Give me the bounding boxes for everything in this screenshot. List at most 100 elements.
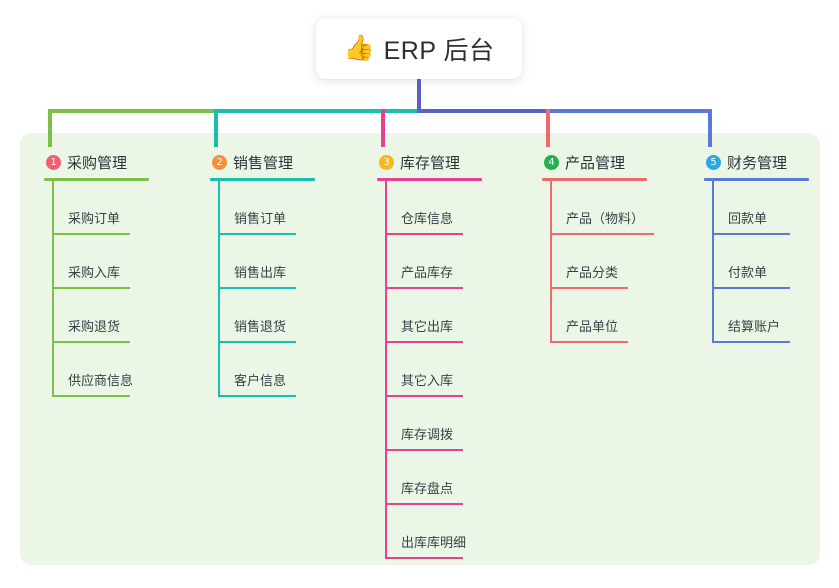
list-item[interactable]: 供应商信息 (52, 343, 142, 397)
list-item-rule (218, 341, 296, 343)
column-title-2: 销售管理 (233, 154, 294, 172)
column-header-rule-3 (377, 178, 482, 181)
list-item[interactable]: 出库库明细 (385, 505, 475, 559)
root-node[interactable]: 👍 ERP 后台 (316, 18, 522, 79)
list-item-label: 销售订单 (234, 211, 287, 226)
list-item-label: 采购入库 (68, 265, 121, 280)
root-title: ERP 后台 (383, 36, 495, 65)
list-item-label: 库存调拨 (401, 427, 454, 442)
column-title-4: 产品管理 (565, 154, 626, 172)
column-header-1[interactable]: 1 采购管理 (42, 150, 127, 174)
list-item[interactable]: 客户信息 (218, 343, 308, 397)
column-trunk-1 (52, 181, 54, 397)
list-item-rule (52, 395, 130, 397)
list-item-label: 回款单 (728, 211, 768, 226)
list-item[interactable]: 库存调拨 (385, 397, 475, 451)
column-销售管理: 2 销售管理销售订单销售出库销售退货客户信息 (208, 150, 315, 397)
list-item[interactable]: 库存盘点 (385, 451, 475, 505)
column-header-rule-1 (44, 178, 149, 181)
list-item-label: 仓库信息 (401, 211, 454, 226)
list-item-rule (712, 341, 790, 343)
list-item[interactable]: 回款单 (712, 181, 802, 235)
list-item[interactable]: 产品分类 (550, 235, 640, 289)
list-item-rule (385, 233, 463, 235)
column-badge-1: 1 (46, 154, 61, 170)
list-item-label: 采购退货 (68, 319, 121, 334)
list-item-rule (218, 395, 296, 397)
list-item-label: 付款单 (728, 265, 768, 280)
list-item-rule (385, 341, 463, 343)
list-item[interactable]: 付款单 (712, 235, 802, 289)
column-header-rule-5 (704, 178, 809, 181)
list-item-rule (52, 233, 130, 235)
list-item-rule (385, 503, 463, 505)
list-item-rule (712, 287, 790, 289)
list-item-label: 其它出库 (401, 319, 454, 334)
list-item[interactable]: 采购退货 (52, 289, 142, 343)
diagram-board (20, 133, 820, 565)
list-item[interactable]: 销售出库 (218, 235, 308, 289)
column-title-1: 采购管理 (67, 154, 128, 172)
list-item-label: 采购订单 (68, 211, 121, 226)
list-item[interactable]: 产品（物料） (550, 181, 654, 235)
list-item[interactable]: 销售订单 (218, 181, 308, 235)
column-badge-2: 2 (212, 154, 227, 170)
column-trunk-4 (550, 181, 552, 343)
list-item[interactable]: 采购入库 (52, 235, 142, 289)
list-item[interactable]: 销售退货 (218, 289, 308, 343)
column-drop-connector-3 (381, 109, 385, 147)
list-item-label: 出库库明细 (401, 535, 467, 550)
list-item-label: 供应商信息 (68, 373, 134, 388)
column-title-5: 财务管理 (727, 154, 788, 172)
list-item-rule (52, 287, 130, 289)
column-drop-connector-1 (48, 109, 52, 147)
horizontal-connector-segment-2 (214, 109, 421, 113)
list-item-label: 库存盘点 (401, 481, 454, 496)
list-item-label: 产品（物料） (566, 211, 645, 226)
list-item-rule (385, 395, 463, 397)
list-item-label: 客户信息 (234, 373, 287, 388)
list-item[interactable]: 其它入库 (385, 343, 475, 397)
list-item[interactable]: 仓库信息 (385, 181, 475, 235)
list-item-rule (218, 287, 296, 289)
list-item-rule (385, 557, 463, 559)
list-item-label: 产品分类 (566, 265, 619, 280)
list-item-label: 结算账户 (728, 319, 781, 334)
thumbs-up-icon: 👍 (343, 34, 375, 62)
list-item[interactable]: 采购订单 (52, 181, 142, 235)
list-item-label: 销售出库 (234, 265, 287, 280)
column-badge-3: 3 (379, 154, 394, 170)
list-item-rule (385, 449, 463, 451)
list-item-rule (550, 341, 628, 343)
column-drop-connector-2 (214, 109, 218, 147)
horizontal-connector-segment-4 (546, 109, 712, 113)
column-header-2[interactable]: 2 销售管理 (208, 150, 293, 174)
column-trunk-3 (385, 181, 387, 559)
column-header-rule-4 (542, 178, 647, 181)
list-item-rule (712, 233, 790, 235)
list-item[interactable]: 其它出库 (385, 289, 475, 343)
column-trunk-2 (218, 181, 220, 397)
list-item-rule (52, 341, 130, 343)
list-item-rule (385, 287, 463, 289)
list-item[interactable]: 结算账户 (712, 289, 802, 343)
column-header-rule-2 (210, 178, 315, 181)
list-item-label: 产品库存 (401, 265, 454, 280)
horizontal-connector-segment-1 (48, 109, 218, 113)
root-stem-connector (417, 79, 421, 113)
horizontal-connector-segment-3 (417, 109, 550, 113)
list-item-rule (550, 287, 628, 289)
list-item-label: 销售退货 (234, 319, 287, 334)
list-item[interactable]: 产品库存 (385, 235, 475, 289)
list-item-rule (550, 233, 654, 235)
list-item-rule (218, 233, 296, 235)
column-采购管理: 1 采购管理采购订单采购入库采购退货供应商信息 (42, 150, 149, 397)
list-item[interactable]: 产品单位 (550, 289, 640, 343)
list-item-label: 其它入库 (401, 373, 454, 388)
